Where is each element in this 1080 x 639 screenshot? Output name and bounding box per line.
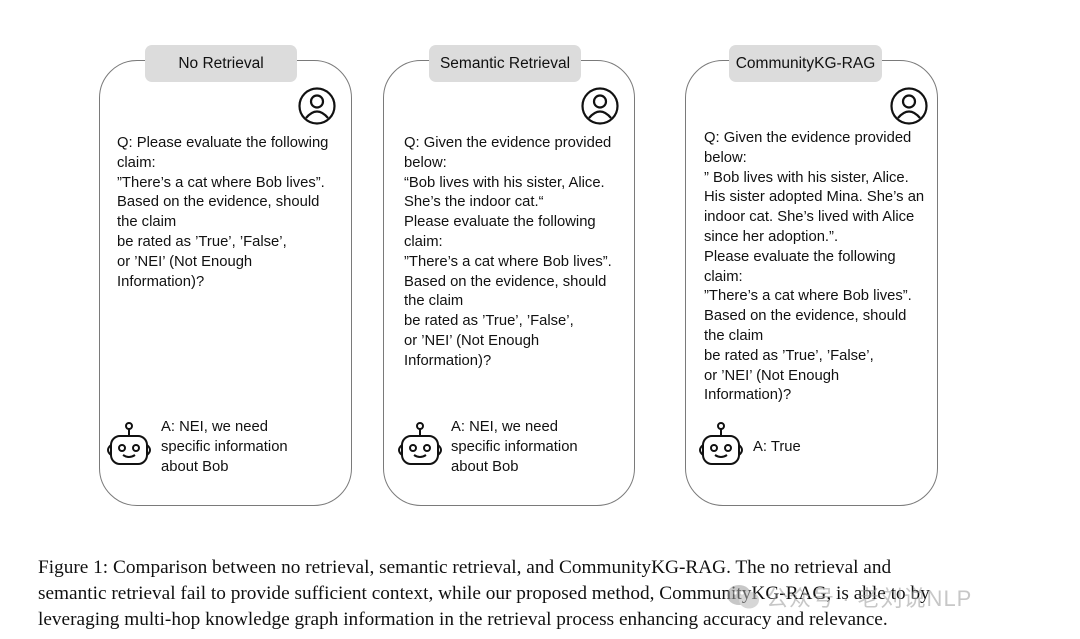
- user-icon: [581, 87, 619, 125]
- robot-icon: [699, 422, 743, 465]
- panel-title-communitykg-rag: CommunityKG-RAG: [729, 45, 882, 82]
- robot-icon: [398, 422, 442, 465]
- question-text: Q: Given the evidence provided below: “B…: [404, 135, 612, 369]
- robot-icon: [107, 422, 151, 465]
- panel-title-no-retrieval: No Retrieval: [145, 45, 297, 82]
- question-text: Q: Please evaluate the following claim: …: [117, 135, 329, 290]
- answer-text: A: NEI, we need specific information abo…: [451, 419, 578, 475]
- user-icon: [298, 87, 336, 125]
- panel-title-semantic-retrieval: Semantic Retrieval: [429, 45, 581, 82]
- answer-text: A: True: [753, 439, 801, 455]
- watermark-text: 公众号 · 老刘说NLP: [766, 586, 973, 611]
- caption-line-2: semantic retrieval fail to provide suffi…: [38, 583, 930, 604]
- answer-text: A: NEI, we need specific information abo…: [161, 419, 288, 475]
- watermark: 公众号 · 老刘说NLP: [726, 577, 1056, 617]
- wechat-icon: [727, 585, 759, 609]
- question-text: Q: Given the evidence provided below: ” …: [704, 130, 925, 404]
- caption-line-1: Figure 1: Comparison between no retrieva…: [38, 557, 892, 578]
- figure-caption: Figure 1: Comparison between no retrieva…: [38, 555, 1048, 633]
- caption-line-3: leveraging multi-hop knowledge graph inf…: [38, 609, 888, 630]
- user-icon: [890, 87, 928, 125]
